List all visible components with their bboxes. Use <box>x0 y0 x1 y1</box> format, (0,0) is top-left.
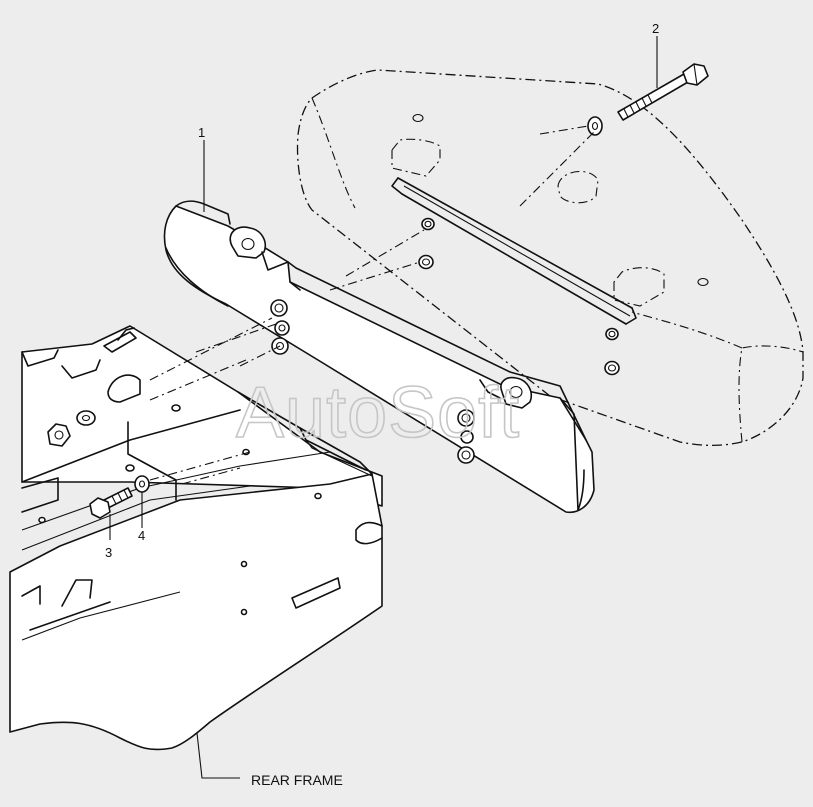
leader-lines <box>109 36 658 779</box>
washer-rear <box>76 410 96 426</box>
callout-2: 2 <box>652 21 659 36</box>
nut <box>47 423 71 447</box>
callout-1: 1 <box>198 125 205 140</box>
watermark: AutoSoft <box>236 373 520 453</box>
alignment-lines <box>149 125 595 485</box>
washer-4 <box>134 475 150 493</box>
counterweight-bracket-1 <box>163 200 595 514</box>
counterweight-phantom <box>296 69 804 447</box>
callout-3: 3 <box>105 545 112 560</box>
bolt-2 <box>617 63 709 121</box>
washer-2 <box>587 116 603 136</box>
rear-frame-label: REAR FRAME <box>251 772 343 788</box>
bolt-3 <box>89 487 133 519</box>
rear-frame <box>9 325 383 751</box>
callout-4: 4 <box>138 528 145 543</box>
